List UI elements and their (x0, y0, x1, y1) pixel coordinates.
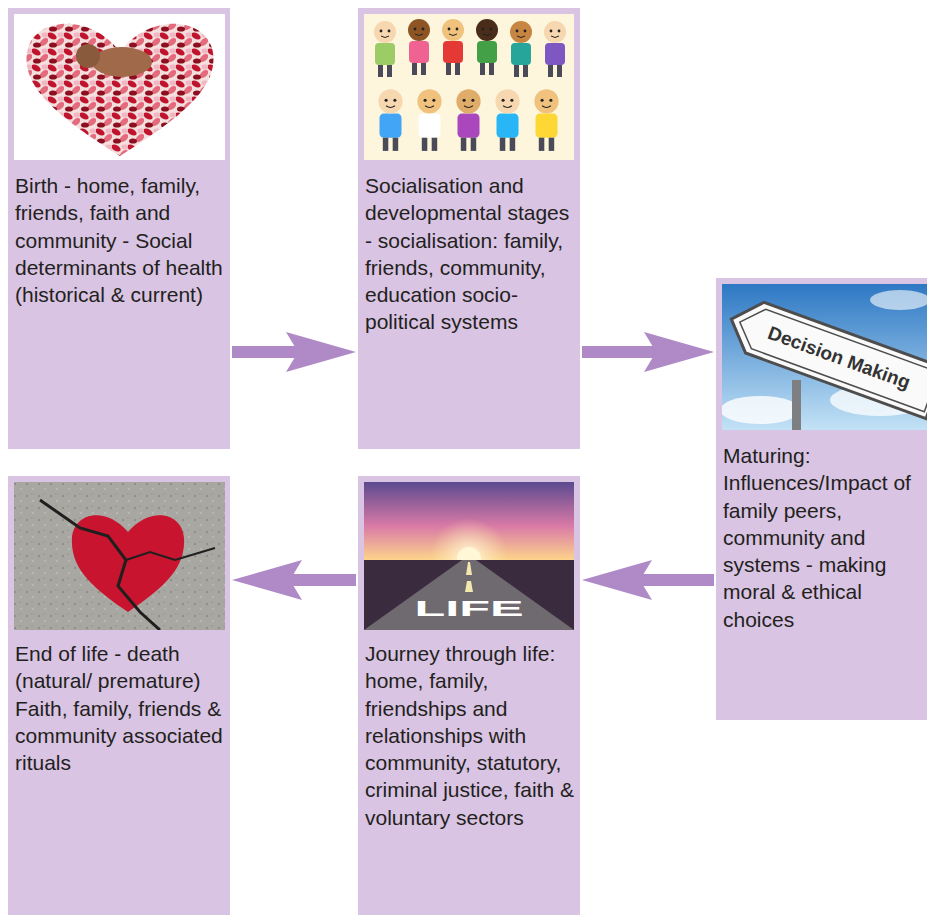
flow-arrow (622, 574, 714, 586)
children-picture (364, 14, 574, 160)
road-picture-part (364, 560, 574, 630)
signpost-picture-part (722, 396, 800, 424)
stage-box: End of life - death (natural/ premature)… (8, 476, 230, 915)
children-picture-part (442, 19, 464, 75)
children-picture-part (408, 19, 430, 75)
children-picture-part (510, 21, 532, 77)
stage-box: Journey through life: home, family, frie… (358, 476, 580, 915)
children-picture-part (374, 21, 396, 77)
children-picture-part (534, 89, 558, 151)
stage-text: Journey through life: home, family, frie… (365, 640, 574, 831)
children-picture-part (456, 89, 480, 151)
road-picture-part (465, 581, 473, 592)
road-picture-part (466, 562, 472, 575)
cracked-heart-picture-part (126, 548, 215, 560)
stage-text: End of life - death (natural/ premature)… (15, 640, 224, 776)
stage-box: Socialisation and developmental stages -… (358, 8, 580, 449)
picture-text: LIFE (414, 596, 523, 622)
stage-box: Birth - home, family, friends, faith and… (8, 8, 230, 449)
stage-text: Socialisation and developmental stages -… (365, 172, 574, 336)
rose-heart-picture (14, 14, 225, 160)
rose-heart-picture-part (14, 14, 225, 160)
flow-arrow (232, 346, 316, 358)
rose-heart-picture-part (92, 47, 152, 77)
children-picture-part (364, 14, 574, 160)
children-picture-part (476, 19, 498, 75)
cracked-heart-picture (14, 482, 225, 630)
rose-heart-picture-part (76, 44, 100, 68)
signpost-picture-part (722, 294, 927, 419)
signpost-picture-part (870, 290, 927, 310)
picture-text: Decision Making (765, 322, 913, 394)
children-picture-part (544, 21, 566, 77)
signpost-picture-part (792, 380, 801, 430)
flow-arrow (272, 574, 356, 586)
signpost-picture-part-part (733, 302, 927, 411)
stage-text: Maturing: Influences/Impact of family pe… (723, 442, 921, 633)
children-picture-part (417, 89, 441, 151)
cracked-heart-picture-part (14, 482, 225, 630)
signpost-picture (722, 284, 927, 430)
box-backgrounds-part (8, 476, 230, 915)
children-picture-part (378, 89, 402, 151)
box-backgrounds-part (8, 8, 230, 449)
road-picture-part (364, 560, 574, 630)
box-backgrounds (8, 8, 927, 915)
cracked-heart-picture-part (40, 500, 160, 630)
flow-arrow (582, 346, 674, 358)
stage-text: Birth - home, family, friends, faith and… (15, 172, 224, 308)
box-backgrounds-part (358, 8, 580, 449)
road-picture (364, 482, 574, 630)
rose-heart-picture-part (27, 24, 214, 156)
box-backgrounds-part (358, 476, 580, 915)
children-picture-part (495, 89, 519, 151)
signpost-picture-part-part (722, 294, 927, 419)
